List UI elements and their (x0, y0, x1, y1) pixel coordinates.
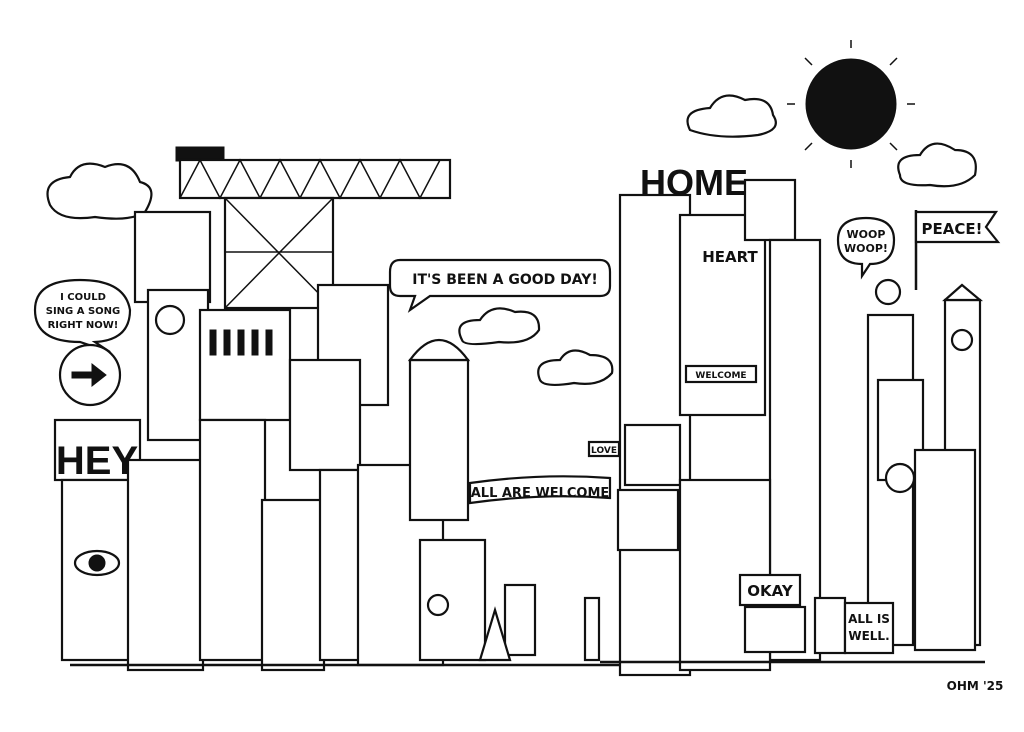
bubble-line-1: I COULD (60, 292, 106, 303)
crane (175, 146, 452, 310)
artist-signature: OHM '25 (947, 679, 1004, 693)
love-sign: LOVE (591, 446, 617, 456)
all-is-well-line-2: WELL. (848, 629, 889, 643)
speech-bubble-center: IT'S BEEN A GOOD DAY! (388, 258, 612, 313)
bubble-text: IT'S BEEN A GOOD DAY! (412, 272, 598, 288)
okay-sign: OKAY (747, 582, 794, 600)
welcome-sign: WELCOME (695, 371, 746, 381)
woop-line-2: WOOP! (844, 242, 888, 255)
heart-sign: HEART (702, 248, 758, 266)
sun-icon (787, 40, 915, 168)
flag-text: PEACE! (922, 220, 983, 238)
peace-flag: PEACE! (914, 210, 1001, 290)
banner-text: ALL ARE WELCOME (471, 486, 610, 501)
speech-bubble-left: I COULD SING A SONG RIGHT NOW! (33, 278, 132, 354)
right-buildings: HOME HEART WELCOME LOVE OKAY ALL IS WELL… (587, 162, 985, 677)
all-is-well-sign: ALL IS WELL. (843, 601, 895, 655)
bubble-line-2: SING A SONG (46, 306, 120, 317)
bubble-line-3: RIGHT NOW! (48, 320, 119, 331)
clouds (46, 94, 977, 387)
speech-bubble-woop: WOOP WOOP! (836, 216, 896, 280)
left-buildings: HEY (53, 210, 620, 672)
woop-line-1: WOOP (847, 228, 886, 241)
all-are-welcome-banner: ALL ARE WELCOME (468, 475, 612, 505)
hey-sign: HEY (56, 439, 139, 483)
all-is-well-line-1: ALL IS (848, 612, 890, 626)
